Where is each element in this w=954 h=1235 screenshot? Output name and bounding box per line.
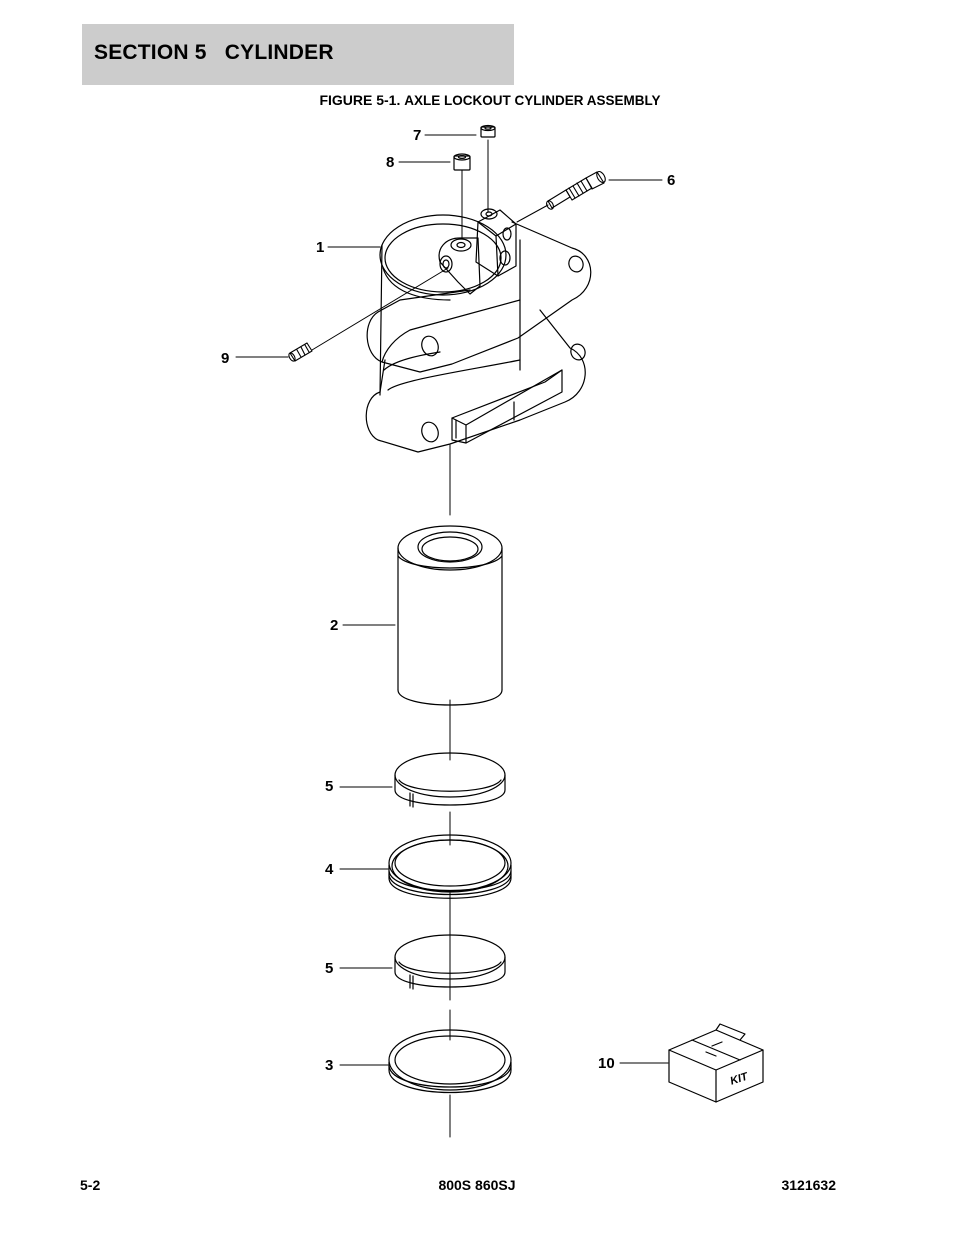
- section-header-bar: SECTION 5 CYLINDER: [82, 24, 514, 85]
- plug-8-part: [453, 153, 471, 171]
- wear-ring-5-upper-part: [394, 752, 506, 808]
- footer-document-number: 3121632: [781, 1177, 836, 1193]
- callout-4: 4: [325, 861, 334, 878]
- callout-5-upper: 5: [325, 778, 333, 795]
- figure-label: FIGURE 5-1.: [319, 92, 401, 108]
- leader-lines: [235, 134, 669, 1138]
- figure-caption: FIGURE 5-1. AXLE LOCKOUT CYLINDER ASSEMB…: [0, 92, 954, 108]
- footer-page-number: 5-2: [80, 1177, 101, 1193]
- kit-box-10-part: KIT: [668, 1023, 764, 1103]
- piston-seal-4-part: [388, 834, 512, 899]
- callout-10: 10: [598, 1055, 615, 1072]
- footer-model: 800S 860SJ: [438, 1177, 516, 1193]
- plug-7-part: [480, 124, 496, 138]
- cylinder-tube-2-part: [397, 525, 503, 706]
- callout-2: 2: [330, 617, 338, 634]
- wear-ring-5-lower-part: [394, 934, 506, 990]
- callout-9: 9: [221, 350, 229, 367]
- callout-labels: 7 8 6 1 9 2 5 4 5 3 10: [221, 127, 675, 1074]
- section-title: SECTION 5 CYLINDER: [94, 41, 334, 64]
- callout-7: 7: [413, 127, 421, 144]
- cartridge-valve-6-part: [546, 170, 606, 210]
- figure-title: AXLE LOCKOUT CYLINDER ASSEMBLY: [404, 93, 661, 108]
- fitting-9-part: [288, 342, 313, 362]
- callout-5-lower: 5: [325, 960, 333, 977]
- rod-seal-3-part: [388, 1029, 512, 1094]
- callout-6: 6: [667, 172, 675, 189]
- callout-3: 3: [325, 1057, 333, 1074]
- kit-box-label: KIT: [729, 1070, 751, 1087]
- cylinder-body-1-part: [365, 208, 592, 453]
- callout-8: 8: [386, 154, 394, 171]
- callout-1: 1: [316, 239, 324, 256]
